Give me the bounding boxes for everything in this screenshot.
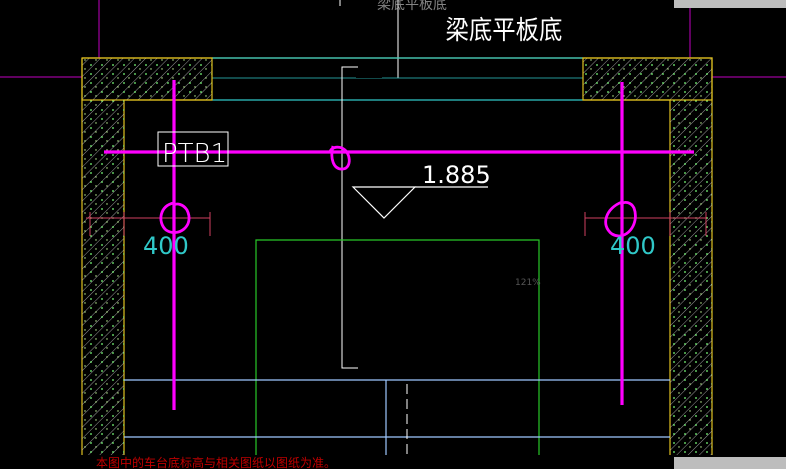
top-cut-text: 梁底平板底 <box>377 0 447 13</box>
beam-bottom-label: 梁底平板底 <box>446 15 563 45</box>
section-bracket <box>341 66 358 369</box>
elevation-symbol <box>351 186 488 219</box>
dim-right-value: 400 <box>610 232 656 260</box>
elevation-value: 1.885 <box>422 161 491 189</box>
slab-tag-label: PTB1 <box>162 139 227 169</box>
right-wall-hatch <box>582 57 713 455</box>
left-wall-hatch <box>81 57 213 455</box>
scrollbar-bottom-right[interactable] <box>674 457 786 469</box>
dim-left-value: 400 <box>143 232 189 260</box>
rebar-hook-center <box>328 145 351 171</box>
rebar-hook-right <box>604 200 637 238</box>
small-mark: 121% <box>515 278 541 288</box>
rebar-annotations <box>104 80 694 410</box>
rebar-hook-left <box>159 201 191 234</box>
scrollbar-top-right[interactable] <box>674 0 786 8</box>
slab-tag-box <box>157 131 229 167</box>
pit-outline <box>255 239 540 455</box>
bottom-note: 本图中的车台底标高与相关图纸以图纸为准。 <box>96 455 336 469</box>
bracket-gap <box>356 72 382 78</box>
